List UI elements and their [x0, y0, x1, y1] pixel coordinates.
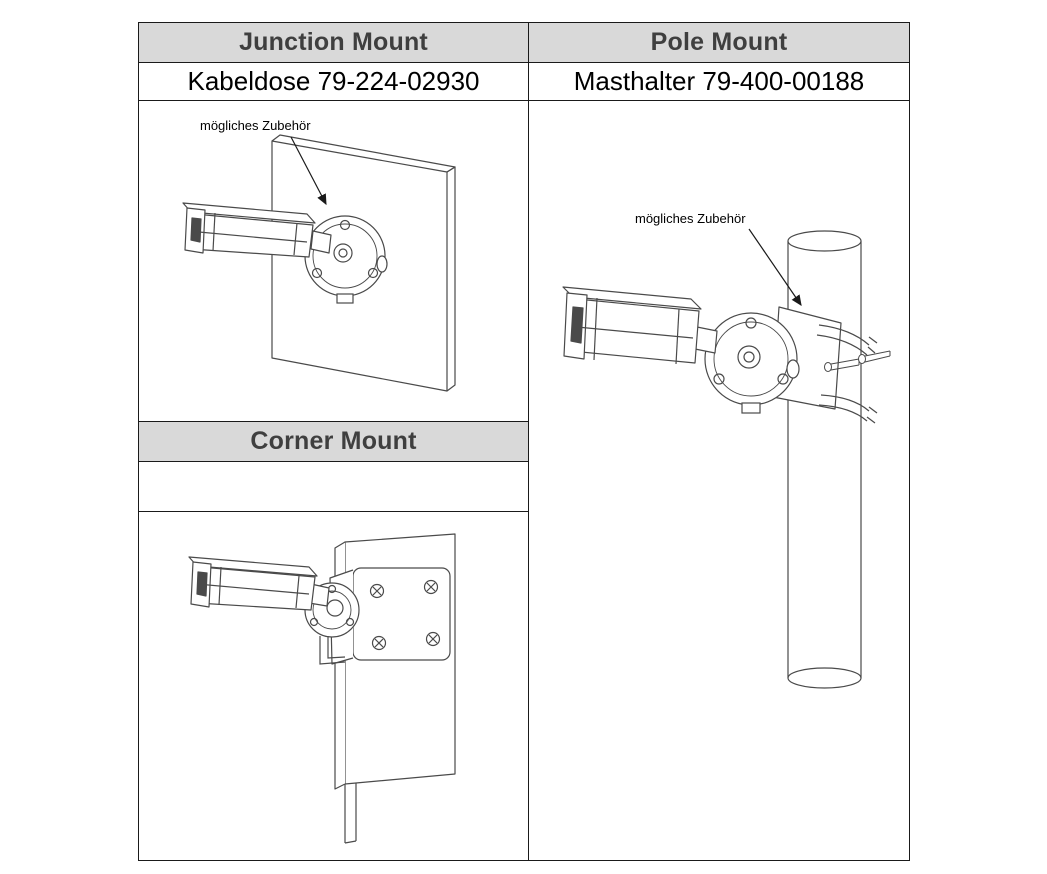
pole — [787, 230, 862, 689]
pole-annotation-arrow — [748, 228, 802, 306]
pole-mount-header: Pole Mount — [529, 23, 909, 63]
bullet-camera — [182, 202, 353, 263]
corner-drawing-cell — [139, 512, 528, 860]
pole-part-number-label: Masthalter 79-400-00188 — [573, 66, 865, 96]
junction-part-number-row: Kabeldose 79-224-02930 — [139, 63, 528, 101]
corner-mount-header: Corner Mount — [139, 422, 528, 462]
corner-mount-header-label: Corner Mount — [250, 427, 417, 455]
pole-drawing-cell: mögliches Zubehör — [529, 101, 909, 860]
left-column: Junction Mount Kabeldose 79-224-02930 — [139, 23, 529, 860]
junction-annotation: mögliches Zubehör — [200, 118, 327, 206]
junction-mount-header-label: Junction Mount — [239, 28, 428, 56]
junction-mount-illustration: mögliches Zubehör — [182, 118, 456, 392]
junction-annotation-label: mögliches Zubehör — [200, 118, 311, 133]
pole-annotation-label: mögliches Zubehör — [635, 211, 746, 226]
bullet-camera — [188, 556, 344, 617]
junction-mount-header: Junction Mount — [139, 23, 528, 63]
junction-part-number-label: Kabeldose 79-224-02930 — [187, 66, 480, 96]
right-column: Pole Mount Masthalter 79-400-00188 — [529, 23, 909, 860]
base-foot — [319, 636, 346, 665]
bracket-screws — [369, 579, 441, 651]
junction-drawing-cell: mögliches Zubehör — [139, 101, 528, 422]
bullet-camera — [562, 286, 761, 369]
pole-mount-header-label: Pole Mount — [650, 28, 788, 56]
mount-options-table: Junction Mount Kabeldose 79-224-02930 — [138, 22, 910, 861]
pole-part-number-row: Masthalter 79-400-00188 — [529, 63, 909, 101]
corner-mount-illustration — [188, 533, 456, 844]
corner-part-number-row — [139, 462, 528, 512]
pole-annotation: mögliches Zubehör — [635, 211, 802, 306]
pole-mount-illustration: mögliches Zubehör — [562, 211, 891, 689]
junction-annotation-arrow — [290, 136, 327, 206]
pole-straps — [816, 324, 878, 424]
loose-screws — [824, 350, 891, 372]
